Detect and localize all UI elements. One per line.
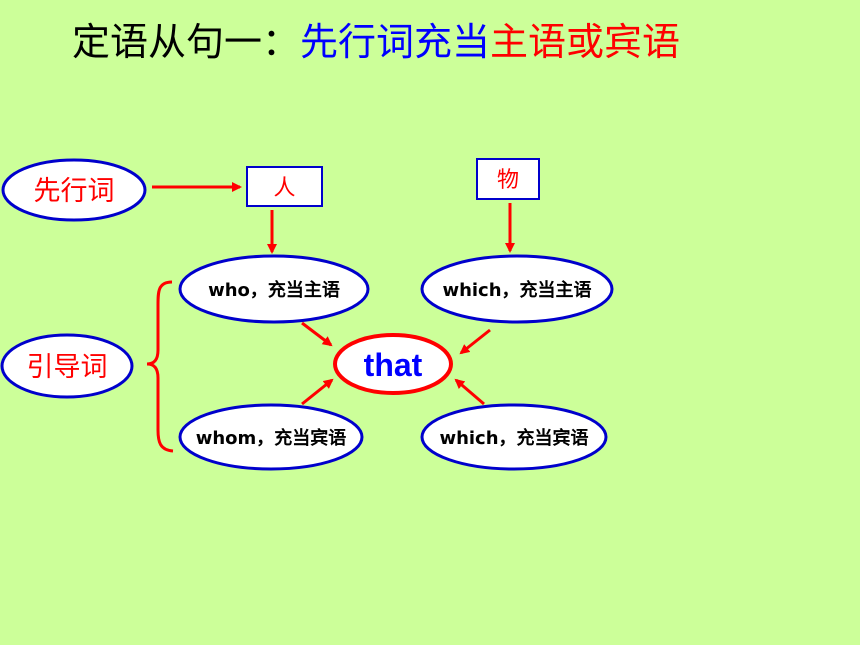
which-subject-label: which，充当主语 <box>442 279 591 301</box>
person-label: 人 <box>273 176 295 201</box>
arrow-which-object-to-that <box>454 378 485 406</box>
title-part-3: 主语或宾语 <box>490 20 681 64</box>
antecedent-node: 先行词 <box>1 158 147 222</box>
relative-word-node: 引导词 <box>0 333 134 399</box>
arrow-who-to-that <box>301 321 333 347</box>
arrow-whom-to-that <box>301 378 334 406</box>
title-part-2: 先行词充当 <box>300 20 491 64</box>
whom-object-label: whom，充当宾语 <box>196 427 347 449</box>
title-part-1: 定语从句一： <box>72 20 301 64</box>
that-label: that <box>364 347 423 383</box>
antecedent-label: 先行词 <box>34 176 115 207</box>
who-subject-node: who，充当主语 <box>178 254 370 324</box>
thing-box: 物 <box>476 158 540 200</box>
curly-brace <box>146 280 174 453</box>
which-subject-node: which，充当主语 <box>420 254 614 324</box>
arrow-which-subject-to-that <box>459 328 491 355</box>
which-object-label: which，充当宾语 <box>439 427 588 449</box>
thing-label: 物 <box>497 168 519 193</box>
slide-title: 定语从句一：先行词充当主语或宾语 <box>72 12 680 72</box>
relative-word-label: 引导词 <box>27 352 108 383</box>
whom-object-node: whom，充当宾语 <box>178 403 364 471</box>
that-node: that <box>333 333 453 395</box>
person-box: 人 <box>246 166 323 207</box>
which-object-node: which，充当宾语 <box>420 403 608 471</box>
who-subject-label: who，充当主语 <box>208 279 340 301</box>
